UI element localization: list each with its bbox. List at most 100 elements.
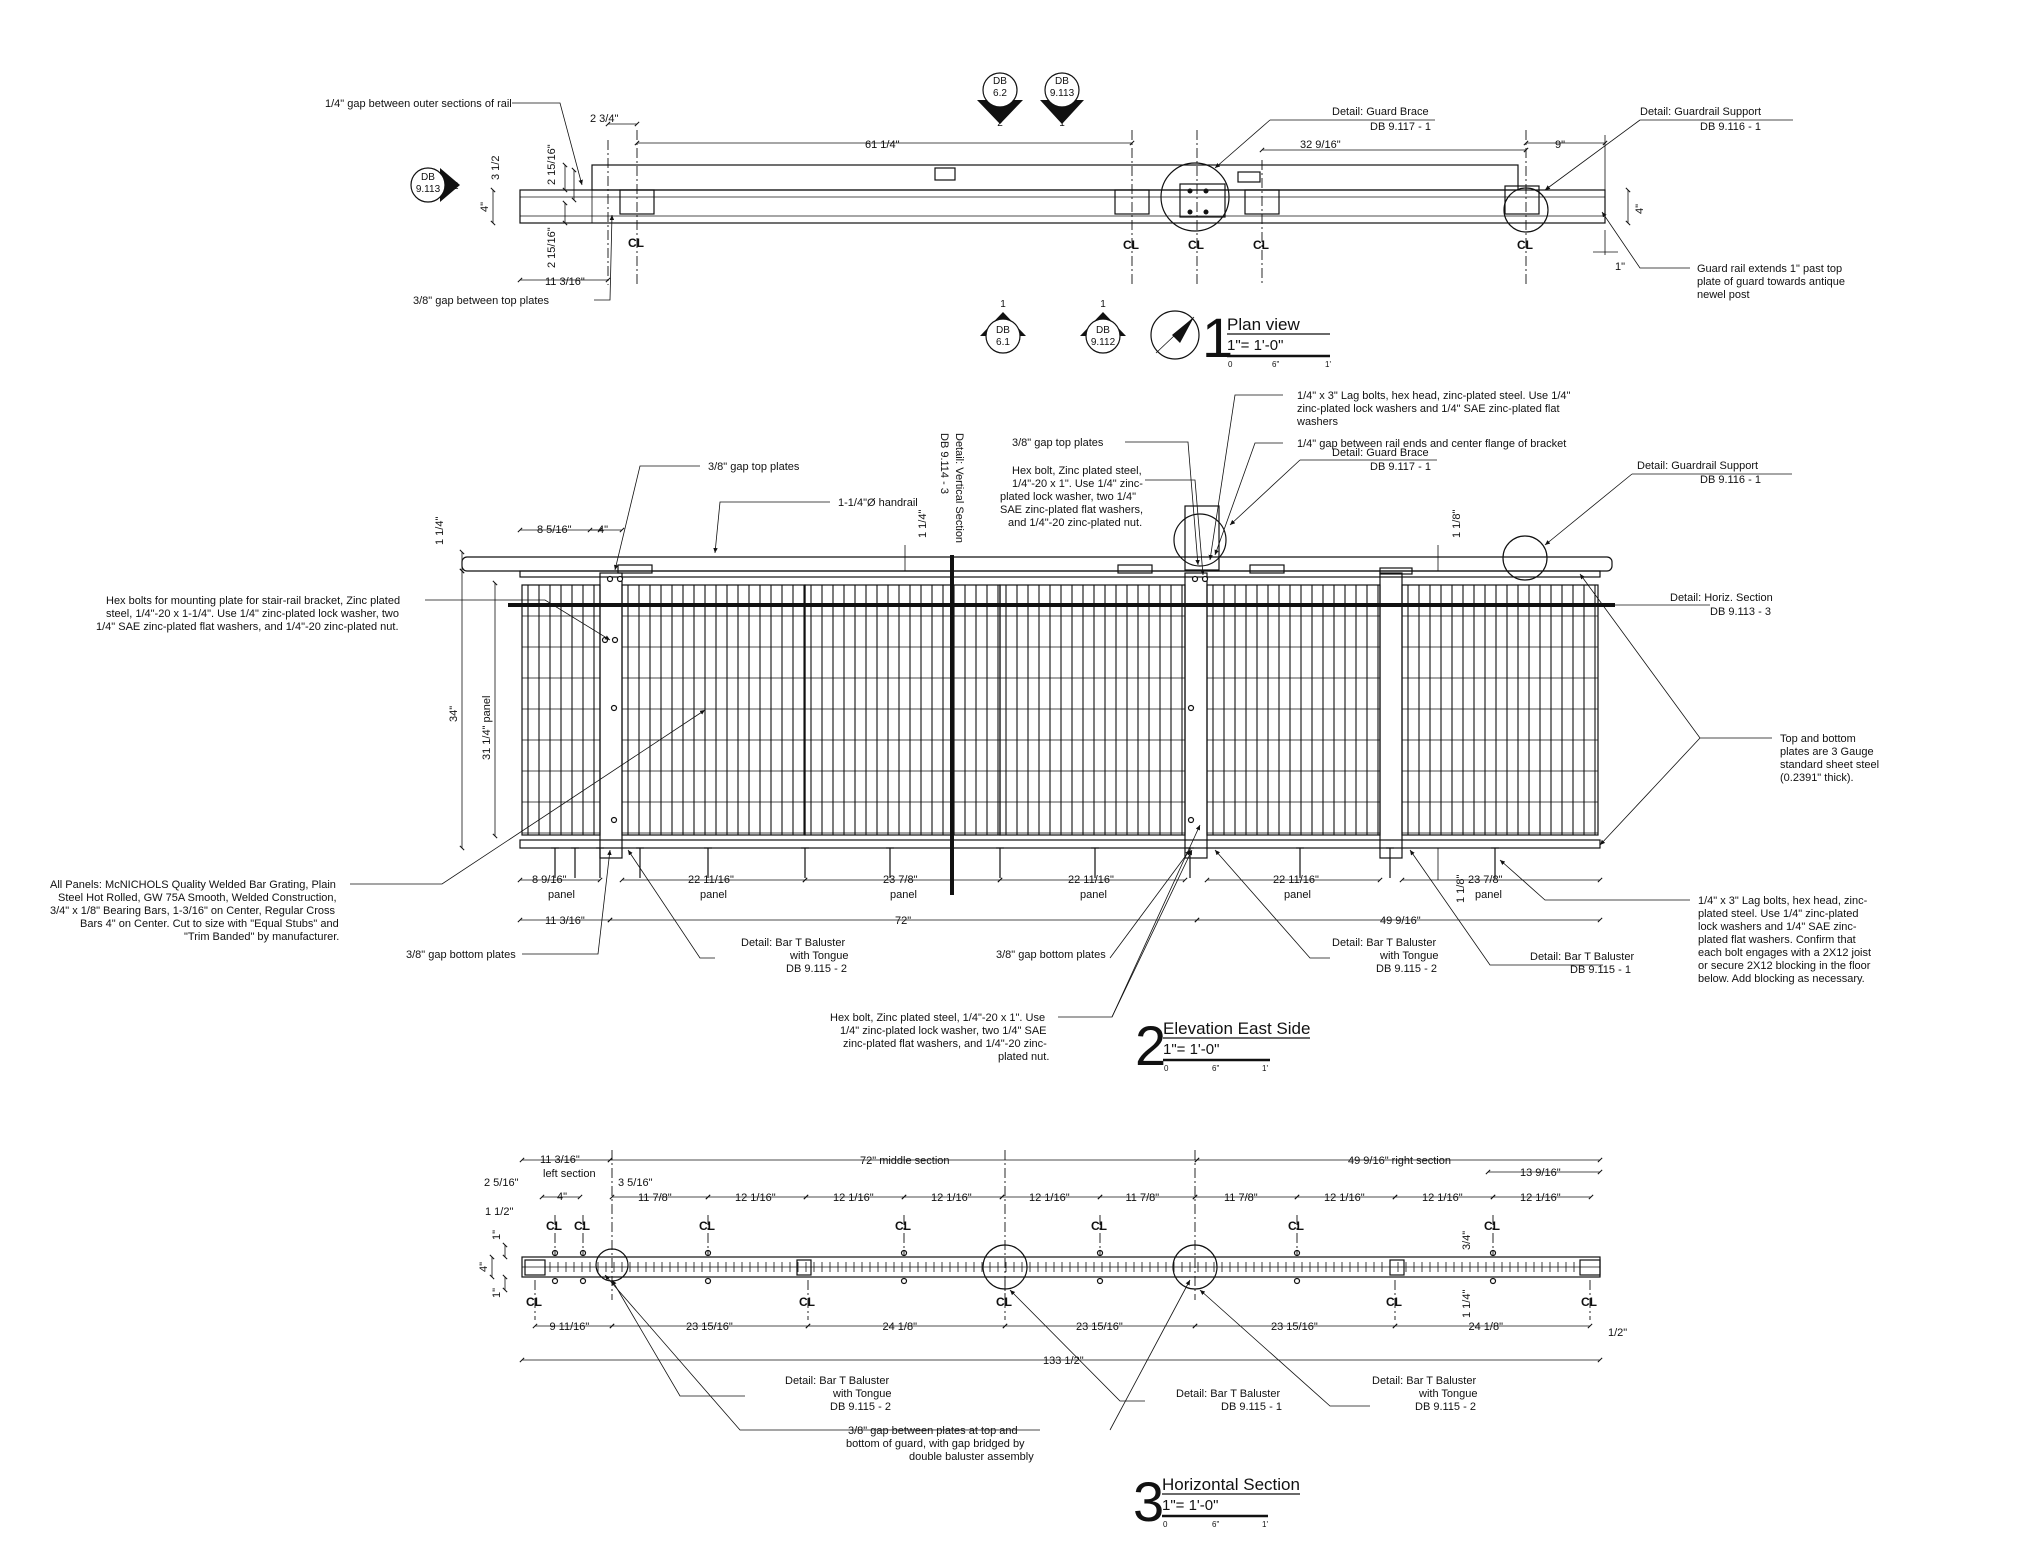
hsec-dim-3-516: 3 5/16" [618,1177,653,1189]
elev-dim-1-14b: 1 1/4" [917,510,929,538]
hsec-top-dim-label: 11 7/8" [1224,1192,1258,1204]
elev-note-baluster-tongue: Detail: Bar T Baluster with Tongue DB 9.… [741,937,849,975]
svg-text:Detail: Bar T Baluster: Detail: Bar T Baluster [1176,1388,1280,1400]
plan-tag-db-6-1: 1 DB 6.1 [980,299,1026,354]
svg-text:1/4" x 3" Lag bolts, hex head,: 1/4" x 3" Lag bolts, hex head, zinc-plat… [1297,390,1571,402]
svg-text:6.1: 6.1 [996,337,1010,348]
plan-note-guard-brace: Detail: Guard Brace [1332,106,1429,118]
plan-cl-4: CL [1253,238,1269,252]
elev-note-panels: All Panels: McNICHOLS Quality Welded Bar… [50,879,339,943]
svg-text:8 9/16": 8 9/16" [532,874,567,886]
plan-dim-2-15b: 2 15/16" [546,227,558,268]
elev-note-guard-brace: Detail: Guard Brace [1332,447,1429,459]
plan-dim-61: 61 1/4" [865,139,900,151]
lag-bolts [551,847,1499,878]
plan-note-extends-2: plate of guard towards antique [1697,276,1845,288]
svg-text:6.2: 6.2 [993,88,1007,99]
hsec-note-gap: 3/8" gap between plates at top and botto… [846,1425,1034,1463]
elev-note-baluster: Detail: Bar T Baluster DB 9.115 - 1 [1530,951,1634,976]
svg-text:9.113: 9.113 [416,184,441,195]
svg-text:Bars 4" on Center. Cut to size: Bars 4" on Center. Cut to size with "Equ… [80,918,339,930]
elev-note-gap-rail: 1/4" gap between rail ends and center fl… [1297,438,1566,450]
svg-text:SAE zinc-plated flat washers,: SAE zinc-plated flat washers, [1000,504,1143,516]
bar-grating-panels [521,584,1599,836]
hsec-bolt-bottom [704,1277,712,1285]
hsec-dim-v1-14: 1 1/4" [1461,1290,1473,1318]
hsec-cl-label: CL [1091,1219,1107,1233]
elev-note-hexbolt-mount: Hex bolts for mounting plate for stair-r… [96,595,400,633]
elev-note-hexbolt-bottom: Hex bolt, Zinc plated steel, 1/4"-20 x 1… [830,1012,1049,1063]
elev-note-vertical-section: Detail: Vertical Section [953,433,965,543]
hsec-top-dim-label: 12 1/16" [735,1192,776,1204]
svg-text:lock washers and 1/4" SAE zin: lock washers and 1/4" SAE zinc- [1698,921,1857,933]
hsec-title-block: 3 Horizontal Section 1"= 1'-0" 0 6" 1' [1133,1470,1300,1533]
elev-title-number: 2 [1135,1014,1166,1077]
elev-panel-dims: 8 9/16" panel 22 11/16" panel 23 7/8" pa… [517,874,1603,901]
svg-text:steel, 1/4"-20 x 1-1/4". Use 1: steel, 1/4"-20 x 1-1/4". Use 1/4" zinc-p… [106,608,399,620]
plan-view: CL CL CL CL CL 61 1/4" 2 3/4" 32 9/16" 9… [325,72,1845,369]
hsec-bolt-bottom [551,1277,559,1285]
svg-text:6": 6" [1272,360,1279,369]
elev-title: Elevation East Side [1163,1019,1310,1038]
svg-text:1': 1' [1325,360,1331,369]
svg-text:DB 9.115 - 1: DB 9.115 - 1 [1570,964,1631,976]
svg-text:3/8" gap between plates at top: 3/8" gap between plates at top and [848,1425,1018,1437]
plan-tag-db-9-112: 1 DB 9.112 [1080,299,1126,354]
svg-text:1/4"-20 x 1". Use 1/4" zinc-: 1/4"-20 x 1". Use 1/4" zinc- [1012,478,1143,490]
hsec-top-dim-label: 11 7/8" [1126,1192,1160,1204]
hsec-dim-4: 4" [557,1191,567,1203]
svg-text:Top and bottom: Top and bottom [1780,733,1856,745]
hsec-dim-2-516: 2 5/16" [484,1177,519,1189]
hsec-title-number: 3 [1133,1470,1164,1533]
svg-text:plated lock washer, two 1/4": plated lock washer, two 1/4" [1000,491,1136,503]
elev-note-handrail: 1-1/4"Ø handrail [838,497,918,509]
svg-text:below. Add blocking as necessa: below. Add blocking as necessary. [1698,973,1865,985]
elev-note-horiz-ref: DB 9.113 - 3 [1710,606,1771,618]
plan-note-guardrail-support: Detail: Guardrail Support [1640,106,1761,118]
svg-text:washers: washers [1296,416,1338,428]
svg-text:with Tongue: with Tongue [1418,1388,1478,1400]
hsec-bottom-dim-label: 9 11/16" [550,1321,590,1333]
svg-text:DB 9.115 - 2: DB 9.115 - 2 [830,1401,891,1413]
hsec-bottom-dim-label: 24 1/8" [883,1321,918,1333]
hsec-bolt-bottom [1096,1277,1104,1285]
elev-dim-1-18b: 1 1/8" [1455,875,1467,903]
hsec-dim-v1b: 1" [491,1288,503,1298]
hsec-cl-label: CL [996,1295,1012,1309]
svg-text:Detail: Bar T Baluster: Detail: Bar T Baluster [741,937,845,949]
hsec-cl-label: CL [1484,1219,1500,1233]
plan-title: Plan view [1227,315,1300,334]
hsec-dim-v4: 4" [478,1262,490,1272]
hsec-dim-13: 13 9/16" [1520,1167,1561,1179]
svg-text:"Trim Banded" by manufacturer.: "Trim Banded" by manufacturer. [184,931,339,943]
hsec-cl-label: CL [1288,1219,1304,1233]
svg-text:each bolt engages with a 2X12: each bolt engages with a 2X12 joist [1698,947,1871,959]
plan-scale: 1"= 1'-0" [1227,337,1283,354]
elev-note-gap-bottom2: 3/8" gap bottom plates [996,949,1106,961]
hsec-title: Horizontal Section [1162,1475,1300,1494]
hsec-bolt-bottom [1489,1277,1497,1285]
hsec-bolt-bottom [900,1277,908,1285]
elev-note-gap-top: 3/8" gap top plates [708,461,800,473]
svg-text:22 11/16": 22 11/16" [688,874,734,886]
svg-text:22 11/16": 22 11/16" [1068,874,1114,886]
svg-text:panel: panel [1475,889,1502,901]
hsec-cl-label: CL [895,1219,911,1233]
elev-note-vertical-ref: DB 9.114 - 3 [938,433,950,494]
elev-note-lag-top: 1/4" x 3" Lag bolts, hex head, zinc-plat… [1296,390,1571,428]
hsec-bolt-bottom [1293,1277,1301,1285]
svg-text:double baluster assembly: double baluster assembly [909,1451,1034,1463]
elev-note-guard-brace-ref: DB 9.117 - 1 [1370,461,1431,473]
elev-note-gap-bottom: 3/8" gap bottom plates [406,949,516,961]
hsec-dim-middle: 72" middle section [860,1155,950,1167]
hsec-bottom-dims: 9 11/16"23 15/16"24 1/8"23 15/16"23 15/1… [532,1321,1593,1333]
hsec-dim-1-12: 1 1/2" [485,1206,513,1218]
svg-text:with Tongue: with Tongue [832,1388,892,1400]
svg-text:1': 1' [1262,1520,1268,1529]
north-arrow-icon [1150,310,1200,360]
svg-text:panel: panel [548,889,575,901]
hsec-top-dim-label: 12 1/16" [1029,1192,1070,1204]
